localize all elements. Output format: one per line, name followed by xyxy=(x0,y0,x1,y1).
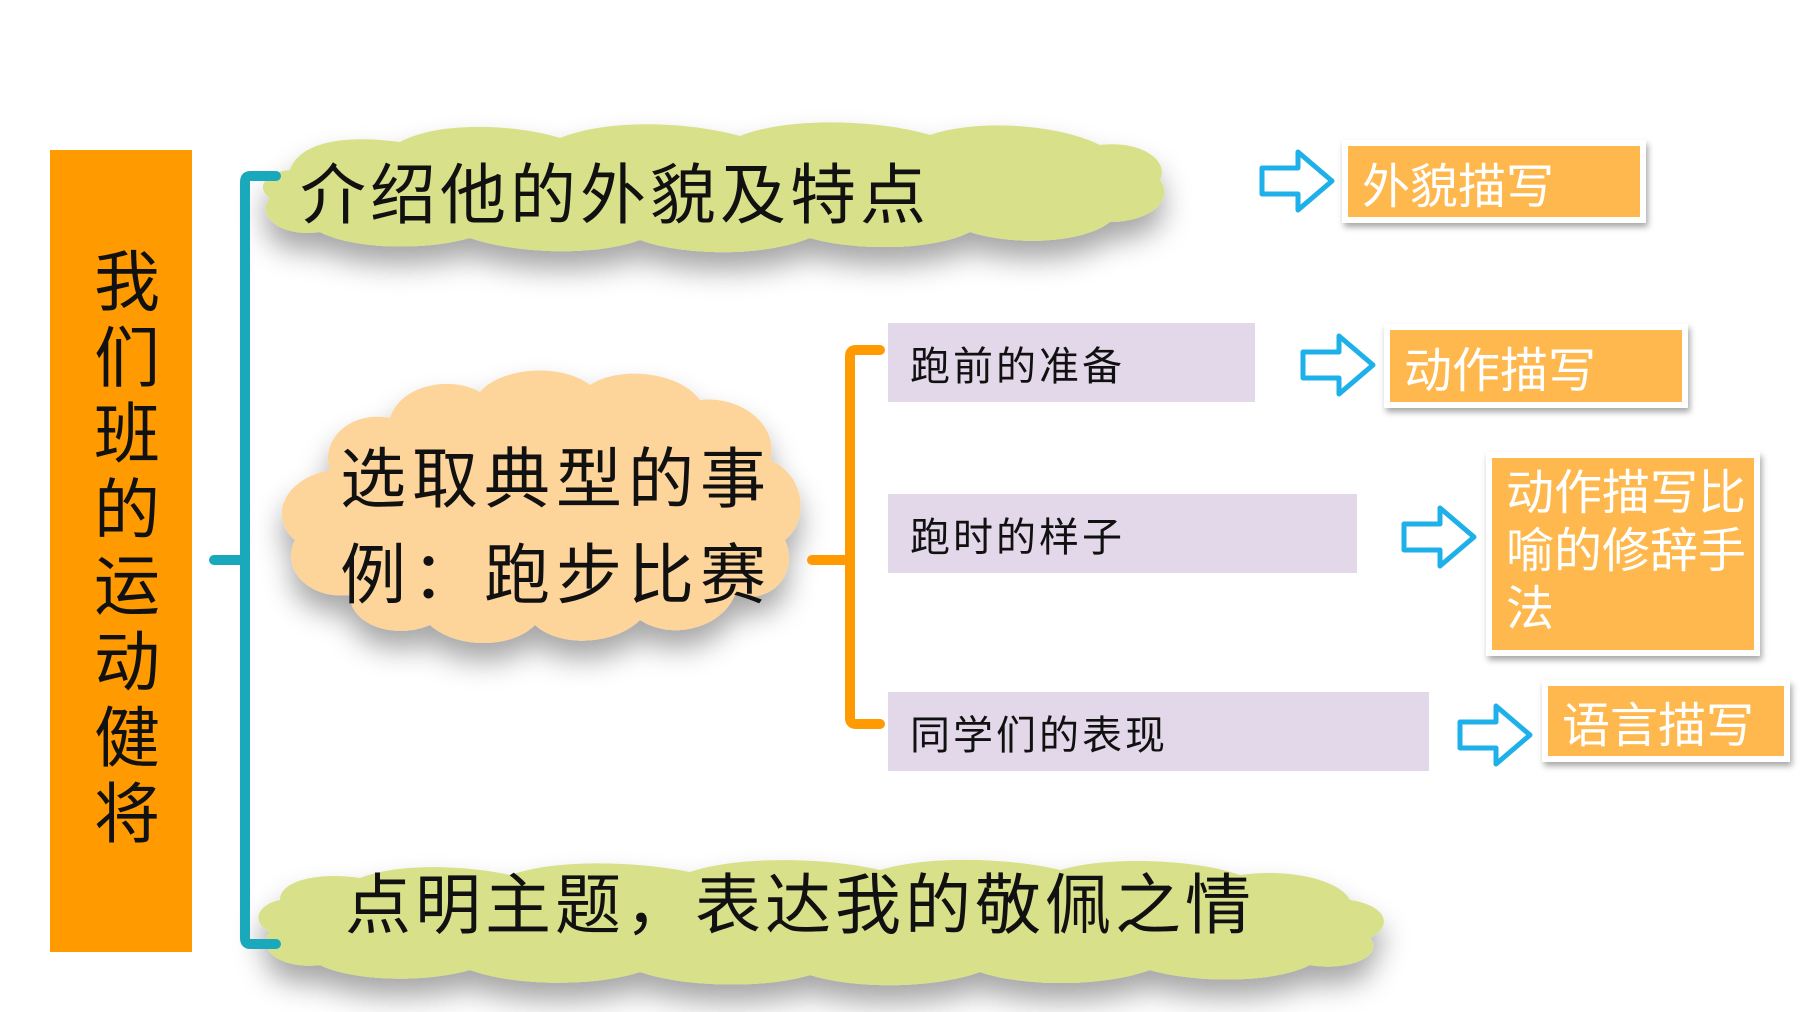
cloud-example xyxy=(281,370,801,644)
sub-bracket xyxy=(807,345,885,729)
tag-appearance: 外貌描写 xyxy=(1342,140,1646,223)
main-bracket xyxy=(209,171,281,949)
subitem-classmates: 同学们的表现 xyxy=(888,692,1429,771)
branch-theme-text: 点明主题，表达我的敬佩之情 xyxy=(345,867,1255,944)
cloud-theme xyxy=(258,859,1384,986)
branch-appearance-text: 介绍他的外貌及特点 xyxy=(300,157,930,234)
subitem-before-run: 跑前的准备 xyxy=(888,323,1255,402)
subitem-during-run: 跑时的样子 xyxy=(888,494,1357,573)
tag-before-run: 动作描写 xyxy=(1384,324,1688,408)
arrow-icon-1 xyxy=(1259,149,1335,213)
arrow-icon-4 xyxy=(1457,703,1533,767)
tag-classmates: 语言描写 xyxy=(1542,680,1790,762)
cloud-appearance xyxy=(262,122,1165,253)
diagram-title: 我们班的运动健将 xyxy=(50,150,192,952)
arrow-icon-2 xyxy=(1300,333,1376,397)
branch-example-text: 选取典型的事例：跑步比赛 xyxy=(340,441,772,614)
tag-during-run: 动作描写比喻的修辞手法 xyxy=(1486,452,1760,656)
arrow-icon-3 xyxy=(1401,505,1477,569)
